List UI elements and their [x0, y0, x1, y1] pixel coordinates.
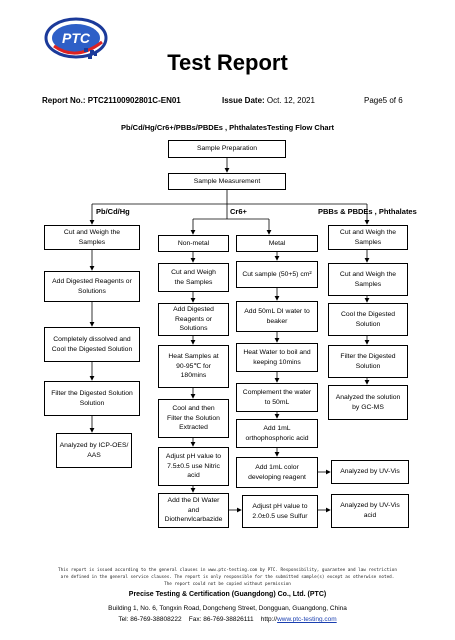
- metal-step-6: Add 1mL orthophosphoric acid: [236, 419, 318, 448]
- disclaimer-line-3: The report could not be copied without p…: [164, 582, 291, 587]
- metal-step-3: Add 50mL DI water to beaker: [236, 301, 318, 332]
- column-label-pbb-phthalates: PBBs & PBDEs , Phthalates: [318, 207, 417, 216]
- pbb-step-4: Filter the Digested Solution: [328, 345, 408, 378]
- sample-preparation-step: Sample Preparation: [168, 140, 286, 158]
- report-no-value: PTC21100902801C-EN01: [87, 96, 181, 105]
- pbb-step-5: Analyzed the solution by GC-MS: [328, 385, 408, 420]
- company-contact: Tel: 86-769-38808222 Fax: 86-769-3882611…: [0, 616, 455, 623]
- metal-step-1: Metal: [236, 235, 318, 252]
- page-number: Page5 of 6: [364, 96, 403, 105]
- nonmetal-step-2: Cut and Weigh the Samples: [158, 263, 229, 292]
- pbb-step-3: Cool the Digested Solution: [328, 303, 408, 336]
- company-address: Building 1, No. 6, Tongxin Road, Dongche…: [108, 605, 347, 612]
- column-label-pbcdhg: Pb/Cd/Hg: [96, 207, 130, 216]
- nonmetal-step-5: Cool and then Filter the Solution Extrac…: [158, 399, 229, 438]
- metal-step-7: Add 1mL color developing reagent: [236, 457, 318, 488]
- pbcdhg-step-2: Add Digested Reagents or Solutions: [44, 271, 140, 302]
- disclaimer-line-1: This report is issued according to the g…: [58, 568, 397, 573]
- report-no-label: Report No.:: [42, 96, 86, 105]
- uv-vis-acid-step: Analyzed by UV-Vis acid: [331, 494, 409, 528]
- metal-step-4: Heat Water to boil and keeping 10mins: [236, 343, 318, 372]
- website-link[interactable]: www.ptc-testing.com: [277, 616, 337, 623]
- pbcdhg-step-4: Filter the Digested Solution Solution: [44, 381, 140, 416]
- company-name: Precise Testing & Certification (Guangdo…: [128, 591, 327, 598]
- nonmetal-step-6: Adjust pH value to 7.5±0.5 use Nitric ac…: [158, 447, 229, 486]
- issue-date-label: Issue Date:: [222, 96, 265, 105]
- uv-vis-analysis-step: Analyzed by UV-Vis: [331, 460, 409, 484]
- page-title: Test Report: [167, 50, 288, 75]
- column-label-cr6: Cr6+: [230, 207, 247, 216]
- metal-step-2: Cut sample (50+5) cm²: [236, 261, 318, 288]
- report-number: Report No.: PTC21100902801C-EN01: [42, 96, 181, 105]
- ptc-logo: PTC: [44, 12, 108, 64]
- issue-date-value: Oct. 12, 2021: [266, 96, 315, 105]
- nonmetal-step-1: Non-metal: [158, 235, 229, 252]
- disclaimer-line-2: are defined in the general service claus…: [60, 575, 395, 580]
- nonmetal-step-7: Add the DI Water and Diothenvlcarbazide: [158, 493, 229, 528]
- issue-date: Issue Date: Oct. 12, 2021: [222, 96, 315, 105]
- nonmetal-step-3: Add Digested Reagents or Solutions: [158, 303, 229, 336]
- flowchart-title: Pb/Cd/Hg/Cr6+/PBBs/PBDEs , PhthalatesTes…: [120, 123, 335, 132]
- pbcdhg-step-1: Cut and Weigh the Samples: [44, 225, 140, 250]
- pbb-step-1: Cut and Weigh the Samples: [328, 225, 408, 250]
- contact-text: Tel: 86-769-38808222 Fax: 86-769-3882611…: [118, 616, 278, 623]
- logo-text: PTC: [62, 30, 91, 46]
- metal-step-8: Adjust pH value to 2.0±0.5 use Sulfur: [242, 495, 318, 528]
- pbb-step-2: Cut and Weigh the Samples: [328, 263, 408, 296]
- nonmetal-step-4: Heat Samples at 90-95℃ for 180mins: [158, 345, 229, 388]
- pbcdhg-step-3: Completely dissolved and Cool the Digest…: [44, 327, 140, 362]
- sample-measurement-step: Sample Measurement: [168, 173, 286, 190]
- pbcdhg-step-5: Analyzed by ICP-OES/ AAS: [56, 433, 132, 468]
- metal-step-5: Complement the water to 50mL: [236, 383, 318, 412]
